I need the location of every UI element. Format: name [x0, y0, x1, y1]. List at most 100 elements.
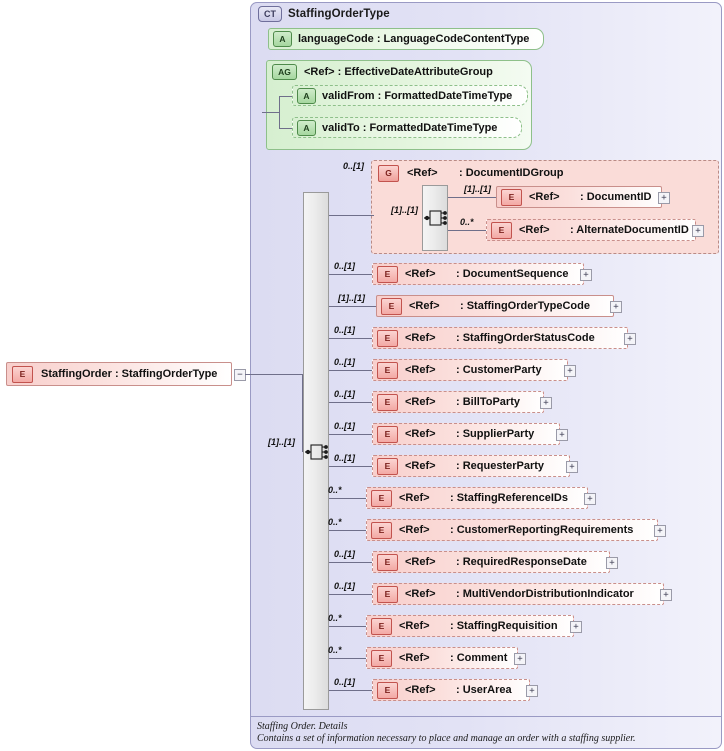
- element-RequiredResponseDate[interactable]: E<Ref>: RequiredResponseDate: [372, 551, 610, 573]
- connector-line: [329, 498, 366, 499]
- element-multiplicity: 0..*: [328, 613, 342, 623]
- element-ref-label: <Ref>: [399, 492, 430, 504]
- connector-line: [329, 594, 372, 595]
- element-CustomerReportingRequirements[interactable]: E<Ref>: CustomerReportingRequirements: [366, 519, 658, 541]
- connector-line: [329, 530, 366, 531]
- attribute-group-header[interactable]: AG <Ref> : EffectiveDateAttributeGroup: [272, 64, 493, 80]
- attribute-languageCode[interactable]: A languageCode : LanguageCodeContentType: [268, 28, 544, 50]
- element-StaffingReferenceIDs[interactable]: E<Ref>: StaffingReferenceIDs: [366, 487, 588, 509]
- expand-toggle-StaffingOrderStatusCode[interactable]: +: [624, 333, 636, 345]
- expand-toggle-MultiVendorDistributionIndicator[interactable]: +: [660, 589, 672, 601]
- element-multiplicity: 0..[1]: [334, 357, 356, 367]
- element-StaffingOrderStatusCode[interactable]: E<Ref>: StaffingOrderStatusCode: [372, 327, 628, 349]
- connector-line: [329, 402, 372, 403]
- expand-toggle-RequiredResponseDate[interactable]: +: [606, 557, 618, 569]
- element-DocumentID[interactable]: E <Ref> : DocumentID: [496, 186, 662, 208]
- element-StaffingOrderTypeCode[interactable]: E <Ref> : StaffingOrderTypeCode: [376, 295, 614, 317]
- connector-line: [329, 338, 372, 339]
- element-CustomerParty[interactable]: E<Ref>: CustomerParty: [372, 359, 568, 381]
- element-ref-label: <Ref>: [409, 300, 440, 312]
- element-multiplicity: [1]..[1]: [464, 184, 491, 194]
- expand-toggle-DocumentID[interactable]: +: [658, 192, 670, 204]
- element-multiplicity: 0..[1]: [334, 581, 356, 591]
- element-badge-icon: E: [12, 365, 33, 383]
- element-DocumentSequence[interactable]: E<Ref>: DocumentSequence: [372, 263, 584, 285]
- element-type-label: : Comment: [450, 652, 508, 664]
- expand-toggle-RequesterParty[interactable]: +: [566, 461, 578, 473]
- element-ref-label: <Ref>: [405, 428, 436, 440]
- attribute-label: languageCode : LanguageCodeContentType: [298, 33, 530, 45]
- element-Comment[interactable]: E <Ref> : Comment: [366, 647, 518, 669]
- annotation-footer: Staffing Order. Details Contains a set o…: [251, 716, 721, 749]
- element-ref-label: <Ref>: [399, 620, 430, 632]
- group-header-DocumentIDGroup[interactable]: G <Ref> : DocumentIDGroup: [378, 164, 564, 182]
- element-type-label: : RequesterParty: [456, 460, 545, 472]
- attribute-validFrom[interactable]: A validFrom : FormattedDateTimeType: [292, 85, 528, 106]
- element-multiplicity: 0..*: [328, 645, 342, 655]
- expand-toggle-CustomerParty[interactable]: +: [564, 365, 576, 377]
- expand-toggle-Comment[interactable]: +: [514, 653, 526, 665]
- expand-toggle-UserArea[interactable]: +: [526, 685, 538, 697]
- sequence-icon: [305, 444, 328, 460]
- element-badge-icon: E: [501, 188, 522, 206]
- connector-line: [448, 230, 486, 231]
- expand-toggle-SupplierParty[interactable]: +: [556, 429, 568, 441]
- element-BillToParty[interactable]: E<Ref>: BillToParty: [372, 391, 544, 413]
- connector-line: [245, 374, 303, 375]
- attribute-validTo[interactable]: A validTo : FormattedDateTimeType: [292, 117, 522, 138]
- element-badge-icon: E: [377, 425, 398, 443]
- root-element-StaffingOrder[interactable]: E StaffingOrder : StaffingOrderType: [6, 362, 232, 386]
- element-ref-label: <Ref>: [405, 588, 436, 600]
- element-multiplicity: 0..*: [460, 217, 474, 227]
- element-ref-label: <Ref>: [405, 268, 436, 280]
- connector-line: [329, 306, 376, 307]
- element-StaffingRequisition[interactable]: E<Ref>: StaffingRequisition: [366, 615, 574, 637]
- element-type-label: : CustomerReportingRequirements: [450, 524, 634, 536]
- element-multiplicity: 0..[1]: [334, 549, 356, 559]
- expand-toggle-CustomerReportingRequirements[interactable]: +: [654, 525, 666, 537]
- attribute-label: validFrom : FormattedDateTimeType: [322, 89, 513, 102]
- element-type-label: : BillToParty: [456, 396, 520, 408]
- annotation-line-2: Contains a set of information necessary …: [257, 733, 636, 744]
- element-badge-icon: E: [371, 649, 392, 667]
- expand-toggle-AlternateDocumentID[interactable]: +: [692, 225, 704, 237]
- element-badge-icon: E: [381, 297, 402, 315]
- element-multiplicity: 0..[1]: [334, 325, 356, 335]
- element-SupplierParty[interactable]: E <Ref> : SupplierParty: [372, 423, 560, 445]
- element-AlternateDocumentID[interactable]: E <Ref> : AlternateDocumentID: [486, 219, 696, 241]
- expand-toggle-StaffingReferenceIDs[interactable]: +: [584, 493, 596, 505]
- element-RequesterParty[interactable]: E<Ref>: RequesterParty: [372, 455, 570, 477]
- expand-toggle-DocumentSequence[interactable]: +: [580, 269, 592, 281]
- element-MultiVendorDistributionIndicator[interactable]: E<Ref>: MultiVendorDistributionIndicator: [372, 583, 664, 605]
- connector-line: [448, 197, 496, 198]
- element-ref-label: <Ref>: [405, 684, 436, 696]
- sequence-multiplicity: [1]..[1]: [268, 437, 295, 447]
- element-type-label: : RequiredResponseDate: [456, 556, 587, 568]
- collapse-toggle-root[interactable]: −: [234, 369, 246, 381]
- connector-line: [329, 626, 366, 627]
- element-type-label: : UserArea: [456, 684, 512, 696]
- element-ref-label: <Ref>: [399, 652, 430, 664]
- connector-line: [329, 466, 372, 467]
- expand-toggle-StaffingOrderTypeCode[interactable]: +: [610, 301, 622, 313]
- element-type-label: : SupplierParty: [456, 428, 535, 440]
- element-ref-label: <Ref>: [399, 524, 430, 536]
- expand-toggle-StaffingRequisition[interactable]: +: [570, 621, 582, 633]
- element-badge-icon: E: [377, 457, 398, 475]
- element-multiplicity: 0..[1]: [334, 453, 356, 463]
- element-badge-icon: E: [371, 489, 392, 507]
- element-ref-label: <Ref>: [519, 224, 550, 236]
- element-UserArea[interactable]: E <Ref> : UserArea: [372, 679, 530, 701]
- element-type-label: : StaffingRequisition: [450, 620, 558, 632]
- sequence-icon: [424, 210, 447, 226]
- group-multiplicity: 0..[1]: [343, 161, 365, 171]
- complex-type-header: CT StaffingOrderType: [258, 5, 390, 23]
- connector-line: [329, 215, 374, 216]
- element-ref-label: <Ref>: [405, 332, 436, 344]
- element-badge-icon: E: [491, 221, 512, 239]
- attribute-badge-icon: A: [297, 87, 316, 104]
- element-badge-icon: E: [377, 681, 398, 699]
- expand-toggle-BillToParty[interactable]: +: [540, 397, 552, 409]
- element-type-label: : StaffingOrderTypeCode: [460, 300, 590, 312]
- element-badge-icon: E: [377, 329, 398, 347]
